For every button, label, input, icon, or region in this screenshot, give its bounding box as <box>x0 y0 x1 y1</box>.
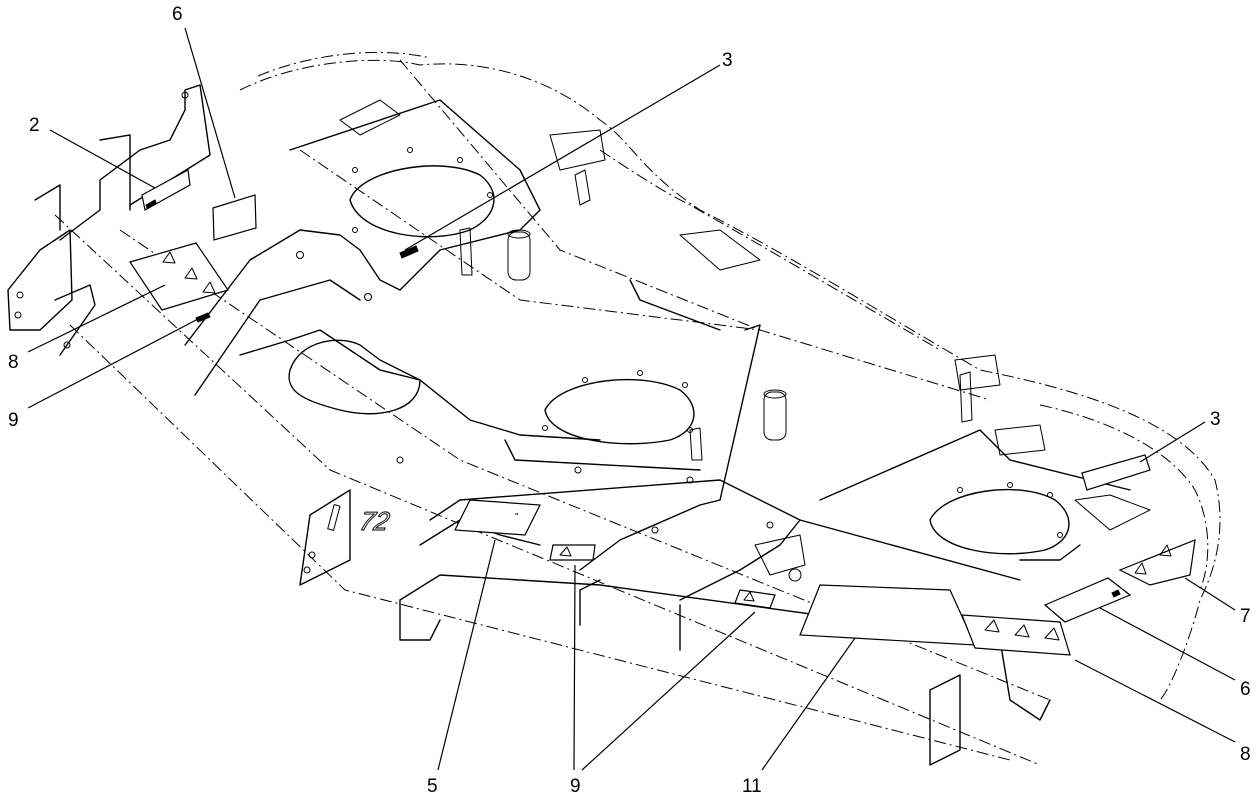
leader-6-top <box>184 27 236 199</box>
leader-9-bottom-b <box>581 611 756 771</box>
decal-item-8-right <box>961 614 1071 656</box>
leader-3-top <box>404 64 721 251</box>
decal-item-3-right <box>1081 454 1151 491</box>
callout-5: 5 <box>427 776 438 797</box>
leader-11 <box>761 637 856 771</box>
leader-9-bottom-a <box>573 564 576 771</box>
callout-9-left: 9 <box>8 410 19 431</box>
decal-item-9-center <box>549 544 596 561</box>
leader-9-left <box>27 317 201 409</box>
callout-2: 2 <box>29 115 40 136</box>
callout-8-left: 8 <box>8 352 19 373</box>
leader-8-left <box>27 284 166 353</box>
deck-outline <box>54 51 1221 766</box>
decal-item-6-left <box>212 194 257 241</box>
callout-6-top: 6 <box>172 4 183 25</box>
leader-7 <box>1184 577 1236 611</box>
leader-3-right <box>1139 421 1206 463</box>
callout-labels: 6 2 3 8 9 3 7 6 8 5 9 11 <box>8 4 1251 797</box>
callout-3-top: 3 <box>722 50 733 71</box>
callout-7: 7 <box>1240 606 1251 627</box>
callout-11: 11 <box>742 776 762 797</box>
leader-8-right <box>1074 659 1236 743</box>
callout-6-right: 6 <box>1240 679 1251 700</box>
badge-text: 72 <box>357 506 393 536</box>
decal-item-9-right <box>734 589 776 609</box>
left-brackets <box>7 84 401 586</box>
leader-6-right <box>1099 607 1236 681</box>
decal-item-6-right <box>1043 577 1132 623</box>
callout-3-right: 3 <box>1210 409 1221 430</box>
spindle-openings <box>288 165 1070 555</box>
leader-lines <box>27 27 1236 771</box>
leader-5 <box>437 539 496 771</box>
bolt-holes <box>296 147 1063 538</box>
decal-item-11 <box>799 584 976 646</box>
decal-item-9-left <box>195 312 211 323</box>
decal-item-8-left <box>129 242 229 311</box>
decal-item-3-top <box>399 245 419 259</box>
badge-suffix: " <box>515 512 519 523</box>
spindle-posts <box>339 99 1151 582</box>
callout-8-right: 8 <box>1240 744 1251 765</box>
decal-item-5-badge: 72 " <box>357 499 541 536</box>
callout-9-bottom: 9 <box>570 776 581 797</box>
decal-item-7 <box>1118 539 1196 586</box>
decal-item-2 <box>141 169 191 211</box>
leader-2 <box>49 129 156 189</box>
